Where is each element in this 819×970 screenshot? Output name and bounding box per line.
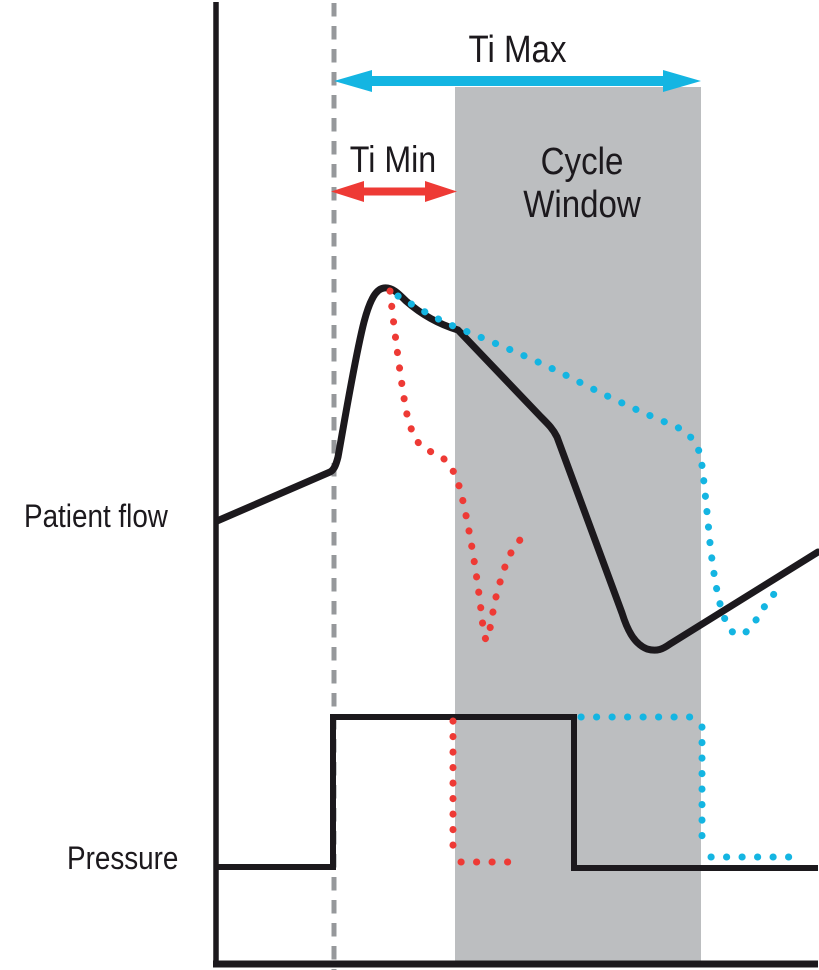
pressure-trace-cyan-dotted [577,713,797,861]
patient-flow-axis-label: Patient flow [24,498,168,534]
ti-max-arrow [334,70,701,92]
pressure-axis-label: Pressure [67,840,179,876]
pressure-trace-red-dotted [449,717,515,866]
patient-flow-curve-red-dotted [386,287,527,644]
ti-min-label: Ti Min [349,139,437,180]
ti-max-label: Ti Max [468,29,567,71]
cycle-window-region [455,87,701,961]
cycle-window-label: Cycle Window [523,141,641,226]
ti-min-arrow [331,181,457,202]
patient-flow-curve-cyan-dotted [394,292,779,639]
patient-flow-curve-solid [213,284,819,654]
pressure-trace-solid [217,714,818,871]
